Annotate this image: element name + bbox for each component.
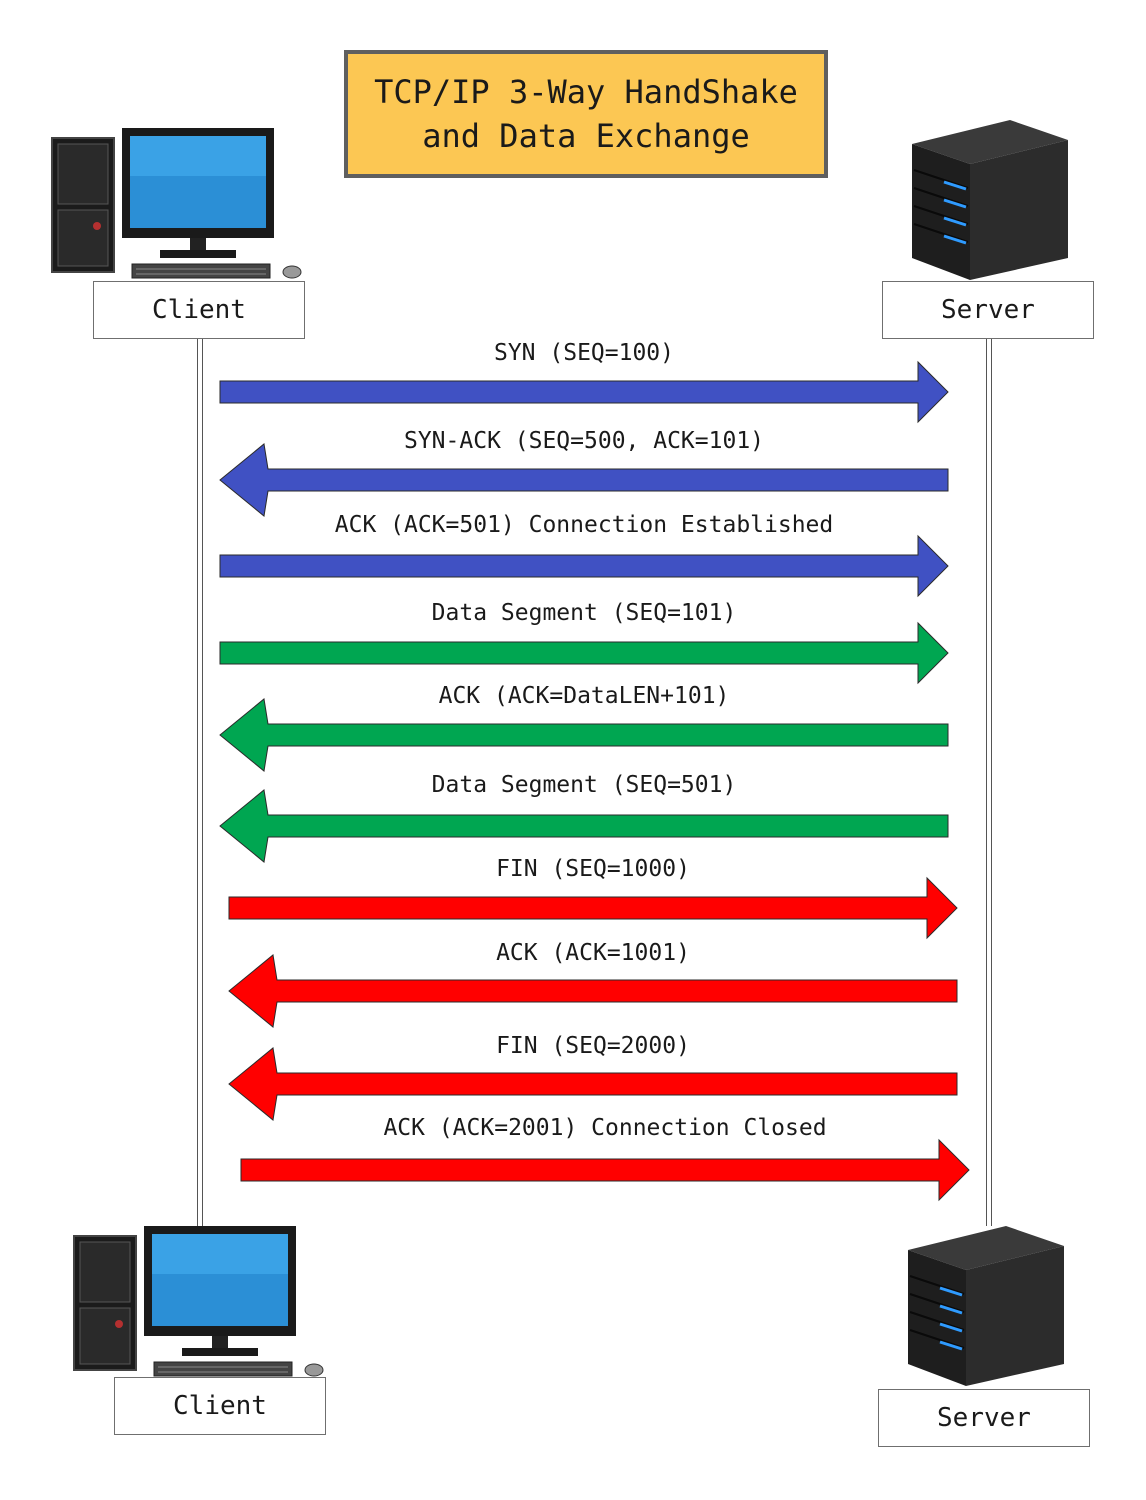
server-icon [912, 120, 1068, 280]
message-arrow-8 [228, 954, 958, 1028]
message-arrow-9 [228, 1047, 958, 1121]
message-arrow-10 [240, 1138, 970, 1202]
server-label-bottom: Server [878, 1389, 1090, 1447]
message-label-10: ACK (ACK=2001) Connection Closed [383, 1115, 827, 1141]
diagram-title: TCP/IP 3-Way HandShake and Data Exchange [344, 50, 828, 178]
client-label-bottom: Client [114, 1377, 326, 1435]
client-computer-icon [51, 128, 302, 279]
message-arrow-6 [219, 789, 949, 863]
client-computer-icon-bottom [73, 1226, 324, 1377]
message-label-8: ACK (ACK=1001) [496, 940, 690, 966]
message-label-2: SYN-ACK (SEQ=500, ACK=101) [403, 428, 765, 454]
server-lifeline [986, 339, 992, 1226]
message-label-1: SYN (SEQ=100) [493, 340, 675, 366]
message-label-5: ACK (ACK=DataLEN+101) [438, 683, 730, 709]
message-arrow-7 [228, 876, 958, 940]
message-arrow-2 [219, 443, 949, 517]
message-label-3: ACK (ACK=501) Connection Established [334, 512, 834, 538]
server-label-top: Server [882, 281, 1094, 339]
message-label-7: FIN (SEQ=1000) [496, 856, 690, 882]
client-lifeline [197, 339, 203, 1226]
message-arrow-5 [219, 698, 949, 772]
title-line-1: TCP/IP 3-Way HandShake [374, 73, 798, 111]
client-label-top: Client [93, 281, 305, 339]
message-arrow-1 [219, 360, 949, 424]
message-arrow-4 [219, 621, 949, 685]
title-line-2: and Data Exchange [422, 117, 750, 155]
server-icon-bottom [908, 1226, 1064, 1386]
message-arrow-3 [219, 534, 949, 598]
message-label-4: Data Segment (SEQ=101) [431, 600, 737, 626]
message-label-6: Data Segment (SEQ=501) [431, 772, 737, 798]
message-label-9: FIN (SEQ=2000) [496, 1033, 690, 1059]
